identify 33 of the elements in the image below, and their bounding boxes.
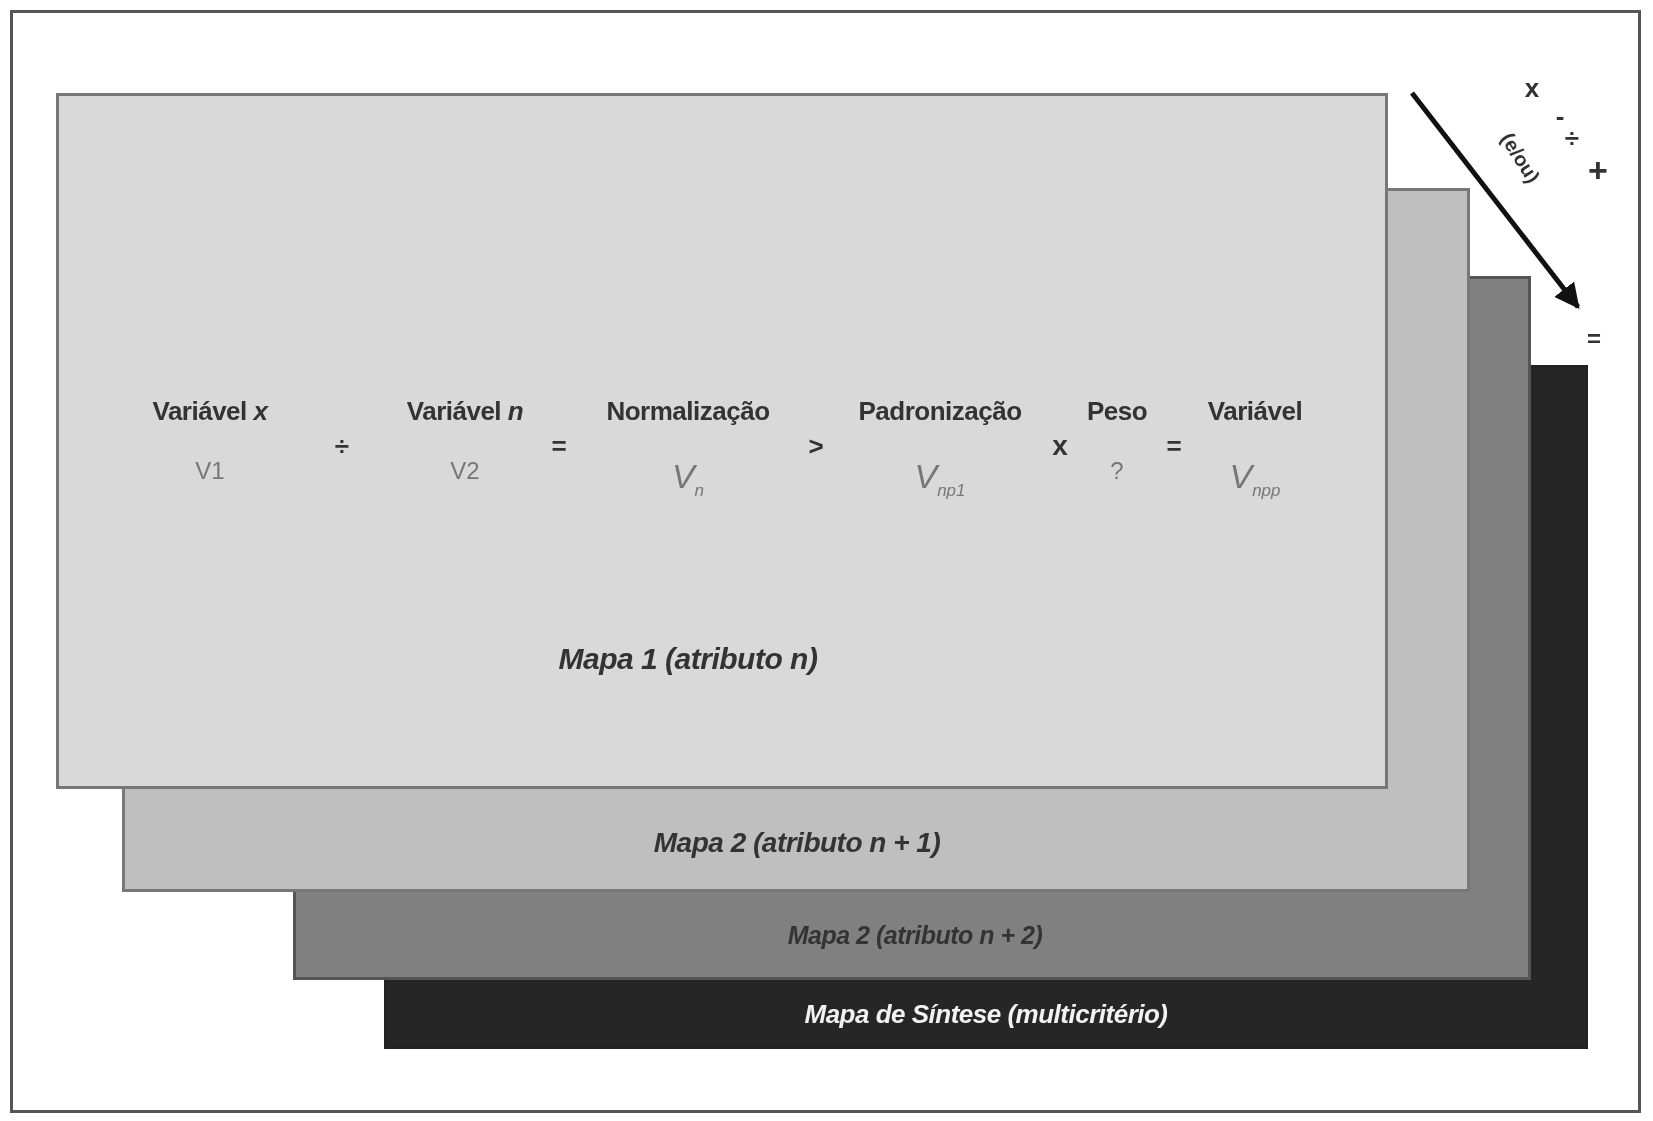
operator-symbol: - — [1555, 100, 1565, 132]
operator-symbol: ÷ — [334, 430, 350, 462]
map-title: Mapa 2 (atributo n + 2) — [787, 920, 1043, 950]
operator-symbol: > — [808, 430, 824, 462]
term-heading: Variável n — [406, 396, 524, 427]
map-layer — [384, 980, 1588, 1049]
map-layer-edge — [1470, 276, 1531, 892]
term-heading: Variável — [1207, 396, 1303, 427]
term-symbol: V1 — [195, 457, 225, 485]
term-heading: Normalização — [606, 396, 770, 427]
map-title: Mapa de Síntese (multicritério) — [804, 998, 1168, 1030]
map-title: Mapa 2 (atributo n + 1) — [653, 827, 941, 859]
term-symbol: ? — [1110, 457, 1124, 485]
term-heading: Variável x — [152, 396, 268, 427]
operator-symbol: x — [1524, 72, 1540, 104]
map-layer — [56, 93, 1388, 789]
term-symbol: V$_{np1}$ — [914, 457, 966, 501]
map-layer-edge — [1388, 188, 1470, 789]
operator-symbol: + — [1588, 150, 1608, 190]
map-layer-edge — [1531, 365, 1588, 980]
operator-symbol: x — [1052, 430, 1068, 462]
operator-symbol: ÷ — [1564, 122, 1580, 154]
term-heading: Peso — [1086, 396, 1148, 427]
map-layer — [293, 892, 1531, 980]
term-symbol: V$_{npp}$ — [1229, 457, 1281, 501]
term-symbol: V$_{n}$ — [671, 457, 705, 501]
operator-symbol: = — [1166, 430, 1182, 462]
map-title: Mapa 1 (atributo n) — [558, 642, 818, 676]
term-symbol: V2 — [450, 457, 480, 485]
operator-symbol: = — [551, 430, 567, 462]
map-layer — [122, 789, 1470, 892]
term-heading: Padronização — [858, 396, 1022, 427]
operator-symbol: = — [1587, 325, 1601, 353]
